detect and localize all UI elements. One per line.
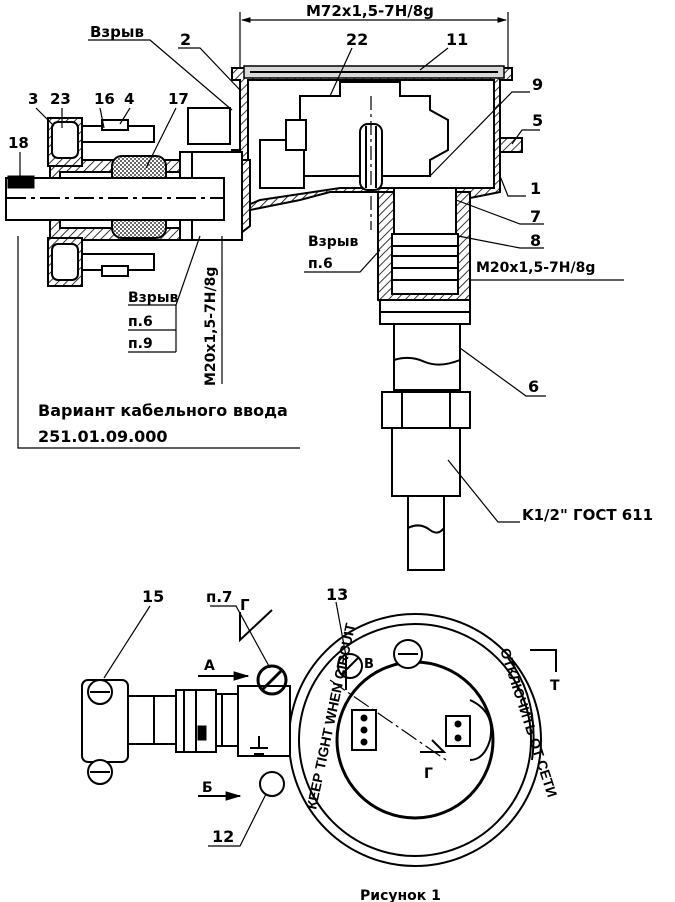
section-line-g	[329, 679, 447, 761]
seal-mark	[197, 725, 207, 741]
label-n8: 8	[530, 231, 541, 250]
label-n17: 17	[168, 90, 189, 108]
label-gost: K1/2" ГОСТ 611	[522, 506, 653, 524]
section-mark-g-center	[420, 739, 447, 753]
plan-view	[81, 601, 557, 867]
set-screw-block	[187, 107, 231, 145]
leader-15	[103, 605, 151, 679]
label-n13: 13	[326, 585, 348, 604]
section-view	[5, 12, 624, 571]
leader-7	[455, 199, 544, 225]
label-b-mark: Б	[202, 780, 213, 796]
sensor-tube	[393, 323, 461, 391]
leader-4	[119, 107, 131, 125]
terminal-cover-b	[469, 699, 492, 761]
label-p6-left: п.6	[128, 314, 153, 330]
washer-top	[101, 119, 129, 131]
section-mark-t	[530, 649, 557, 672]
washer-bottom	[101, 265, 129, 277]
leader-17	[145, 107, 177, 169]
label-vzryv-top: Взрыв	[90, 23, 144, 41]
leader-12	[208, 793, 267, 847]
leader-9	[429, 91, 530, 177]
label-vzryv-mid: Взрыв	[308, 234, 358, 250]
label-n4: 4	[124, 90, 134, 108]
term-a-2	[360, 726, 368, 734]
housing-mid-circle	[298, 623, 532, 857]
cable-tag	[7, 175, 35, 189]
leader-6	[459, 347, 546, 397]
leader-1	[499, 175, 526, 197]
seal-circle-7-cross	[260, 668, 284, 692]
leader-variant	[17, 236, 300, 449]
label-v-mark: В	[364, 657, 374, 672]
break-line-2	[407, 524, 445, 534]
leader-gost	[447, 459, 520, 523]
terminal-left-small	[285, 119, 307, 151]
sensor-body	[393, 187, 457, 235]
leader-vzryv-top	[88, 39, 233, 111]
housing-lug	[507, 657, 535, 761]
adapter-body	[237, 685, 291, 757]
section-mark-g-top	[239, 609, 273, 643]
ring-text-right: ОТКЛЮЧИТЬ ОТ СЕТИ	[497, 646, 560, 799]
label-n7: 7	[530, 207, 541, 226]
caption: Рисунок 1	[360, 888, 441, 902]
leader-2	[178, 47, 241, 91]
leader-5	[511, 129, 540, 145]
label-vzryv-left: Взрыв	[128, 290, 178, 306]
label-n1: 1	[530, 179, 541, 198]
label-n22: 22	[346, 30, 368, 49]
screw-head-bottom	[51, 243, 79, 281]
label-n9: 9	[532, 75, 543, 94]
label-n11: 11	[446, 30, 468, 49]
label-thread-m20-vert: M20x1,5-7H/8g	[203, 267, 219, 386]
leader-3	[35, 107, 55, 127]
label-n18: 18	[8, 134, 29, 152]
fitting-thread	[391, 427, 461, 497]
label-p6-mid: п.6	[308, 256, 333, 272]
sensor-thread	[391, 233, 459, 295]
label-thread-m20-right: M20x1,5-7H/8g	[476, 260, 595, 276]
hex-nut	[381, 391, 471, 429]
label-a-mark: А	[204, 658, 215, 674]
label-n23: 23	[50, 90, 71, 108]
break-line-1	[393, 356, 461, 366]
adapter-nut	[213, 693, 239, 747]
flange-right	[499, 137, 523, 153]
term-a-1	[360, 714, 368, 722]
leader-16	[99, 107, 105, 129]
term-b-2	[454, 734, 462, 742]
label-n5: 5	[532, 111, 543, 130]
seal-circle-12	[259, 771, 285, 797]
label-n2: 2	[180, 30, 191, 49]
label-n12: 12	[212, 827, 234, 846]
coupling	[127, 695, 177, 745]
label-variant-line2: 251.01.09.000	[38, 427, 168, 446]
label-p9-left: п.9	[128, 336, 153, 352]
label-n3: 3	[28, 90, 38, 108]
leader-vzryv-mid	[304, 249, 381, 273]
screw-13-slot	[341, 657, 359, 675]
label-t-mark: Т	[550, 678, 560, 694]
leader-13	[335, 601, 347, 657]
leader-11	[419, 47, 449, 71]
label-n16: 16	[94, 90, 115, 108]
leader-22	[329, 47, 353, 97]
label-n15: 15	[142, 587, 164, 606]
label-thread-top: M72x1,5-7H/8g	[306, 2, 434, 20]
seal-circle-7	[256, 664, 288, 696]
term-a-3	[360, 738, 368, 746]
label-variant-line1: Вариант кабельного ввода	[38, 401, 288, 420]
leader-8	[457, 235, 544, 249]
label-n6: 6	[528, 377, 539, 396]
label-g-top: Г	[240, 596, 250, 614]
label-p7: п.7	[206, 588, 233, 606]
screw-head-top	[51, 121, 79, 159]
label-g-center: Г	[424, 766, 433, 782]
leader-p7	[210, 605, 271, 669]
term-b-1	[454, 720, 462, 728]
